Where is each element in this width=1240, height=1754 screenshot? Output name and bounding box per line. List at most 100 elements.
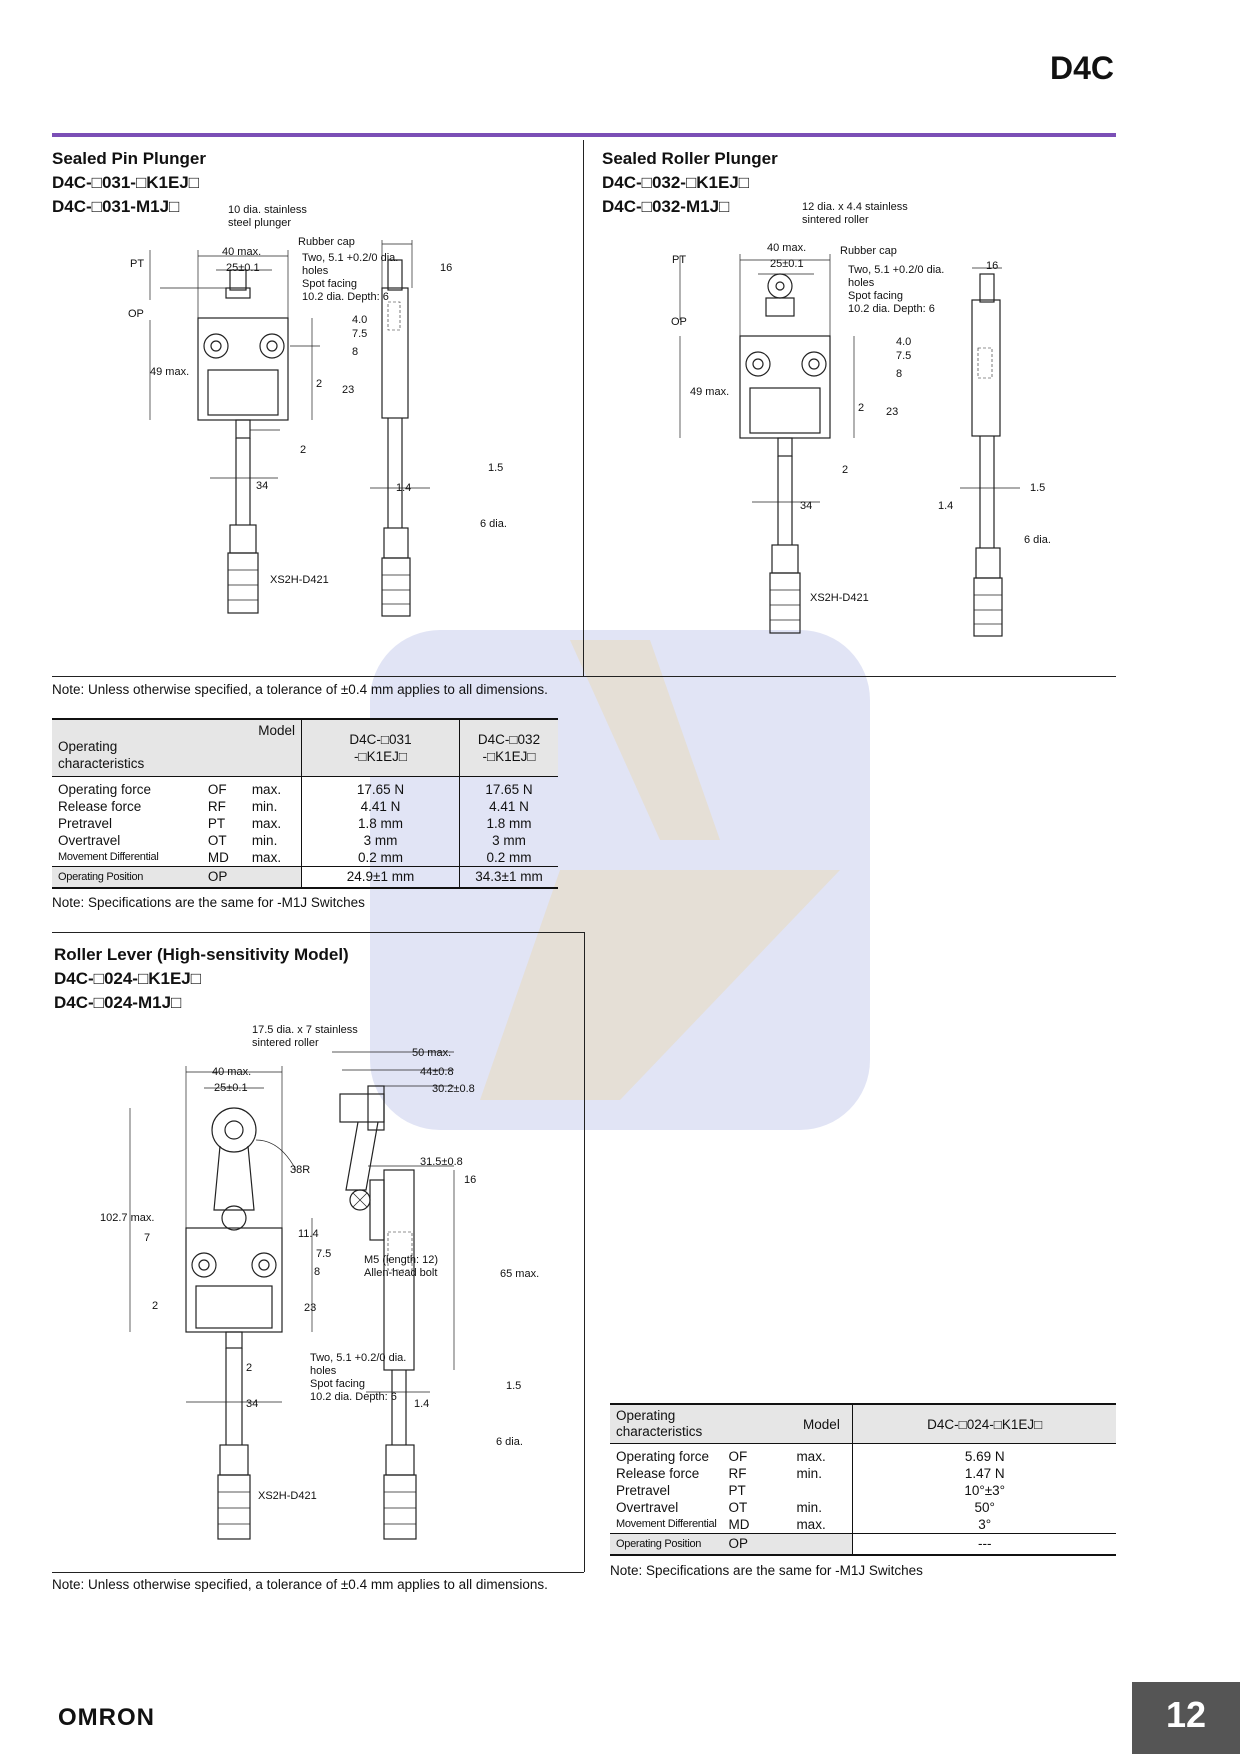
row-value-032: 1.8 mm	[486, 815, 532, 831]
pin-plunger-model-1: D4C-□031-□K1EJ□	[52, 173, 200, 192]
table-row: Movement Differential MD max. 0.2 mm 0.2…	[52, 848, 558, 866]
table-row: Operating Position OP ---	[610, 1533, 1116, 1555]
series-title: D4C	[1050, 50, 1115, 86]
roller-width-34-label: 34	[800, 500, 813, 512]
table-row: Overtravel OT min. 50°	[610, 1498, 1116, 1516]
page-number: 12	[1132, 1682, 1240, 1754]
pin-width-16-label: 16	[440, 262, 453, 274]
row-value-031: 24.9±1 mm	[301, 866, 460, 888]
header-rule	[52, 133, 1116, 137]
plunger-tolerance-note: Note: Unless otherwise specified, a tole…	[52, 682, 548, 697]
lever-dim-1-5-label: 1.5	[506, 1380, 522, 1392]
row-name: Movement Differential	[616, 1517, 717, 1530]
lever-radius-38r-label: 38R	[290, 1164, 311, 1176]
row-value-031: 0.2 mm	[301, 848, 460, 866]
lever-bolt-label: M5 (length: 12) Allen-head bolt	[364, 1254, 438, 1279]
roller-plunger-title: Sealed Roller Plunger	[602, 149, 778, 168]
row-limit: max.	[245, 780, 302, 798]
row-abbr: OP	[201, 866, 246, 888]
row-abbr: OF	[728, 1448, 748, 1464]
table-row: Overtravel OT min. 3 mm 3 mm	[52, 831, 558, 849]
row-abbr: MD	[728, 1516, 750, 1532]
roller-dim-1-4-label: 1.4	[938, 500, 954, 512]
row-name: Operating Position	[52, 866, 202, 888]
pin-dim-2-label: 2	[316, 378, 323, 390]
plunger-spec-table: Model Operating characteristics D4C-□031…	[52, 718, 558, 889]
roller-cable-dia-label: 6 dia.	[1024, 534, 1051, 546]
row-value-032: 3 mm	[492, 832, 526, 848]
row-abbr: PT	[207, 815, 226, 831]
roller-dim-23-label: 23	[886, 406, 899, 418]
pin-dim-1-5-label: 1.5	[488, 462, 504, 474]
pin-dim-7-5-label: 7.5	[352, 328, 368, 340]
row-value-024: 10°±3°	[964, 1482, 1006, 1498]
row-abbr: RF	[728, 1465, 747, 1481]
lever-holes-label: Two, 5.1 +0.2/0 dia. holes Spot facing 1…	[310, 1352, 407, 1403]
row-name: Overtravel	[616, 1499, 679, 1515]
pin-height-49-label: 49 max.	[150, 366, 190, 378]
roller-width-25-label: 25±0.1	[770, 258, 804, 270]
row-value-032: 4.41 N	[489, 798, 529, 814]
lever-height-65-label: 65 max.	[500, 1268, 540, 1280]
roller-dim-2b-label: 2	[842, 464, 849, 476]
row-limit: min.	[790, 1464, 854, 1482]
table-row: Pretravel PT max. 1.8 mm 1.8 mm	[52, 814, 558, 832]
lever-dim-23-label: 23	[304, 1302, 317, 1314]
row-abbr: OT	[728, 1499, 748, 1515]
row-value-024: 5.69 N	[964, 1448, 1005, 1464]
row-value-024: 50°	[974, 1499, 995, 1515]
table1-note: Note: Specifications are the same for -M…	[52, 895, 365, 910]
row-value-031: 1.8 mm	[301, 814, 460, 832]
pin-width-40-label: 40 max.	[222, 246, 262, 258]
pin-plunger-title: Sealed Pin Plunger	[52, 149, 206, 168]
row-value-031: 17.65 N	[301, 780, 460, 798]
row-value-032: 34.3±1 mm	[475, 869, 543, 884]
row-abbr: PT	[728, 1482, 746, 1498]
row-name: Pretravel	[58, 815, 113, 831]
lever-dim-1-4-label: 1.4	[414, 1398, 430, 1410]
row-limit: max.	[245, 814, 302, 832]
table2-characteristics-label: Operating characteristics	[610, 1404, 791, 1444]
table1-col-032: D4C-□032 -□K1EJ□	[459, 719, 558, 777]
row-name: Movement Differential	[58, 850, 159, 863]
table-row: Operating force OF max. 5.69 N	[610, 1447, 1116, 1465]
lever-spec-table: Operating characteristics Model D4C-□024…	[610, 1403, 1116, 1556]
roller-plunger-drawing	[679, 254, 1020, 637]
row-value-024: ---	[977, 1536, 992, 1551]
row-abbr: OT	[207, 832, 227, 848]
pin-pt-label: PT	[130, 258, 145, 270]
pin-cable-dia-label: 6 dia.	[480, 518, 507, 530]
row-name: Operating Position	[610, 1533, 723, 1555]
row-limit: min.	[245, 797, 302, 815]
table1-col-031: D4C-□031 -□K1EJ□	[301, 719, 460, 777]
row-abbr: RF	[207, 798, 226, 814]
roller-height-49-label: 49 max.	[690, 386, 730, 398]
row-value-024: 3°	[978, 1516, 992, 1532]
table-row: Pretravel PT 10°±3°	[610, 1481, 1116, 1499]
lever-dim-7-label: 7	[144, 1232, 151, 1244]
pin-plunger-model-2: D4C-□031-M1J□	[52, 197, 180, 216]
row-limit: max.	[790, 1515, 854, 1533]
row-name: Pretravel	[616, 1482, 671, 1498]
row-value-032: 0.2 mm	[486, 849, 532, 865]
pin-plunger-label: 10 dia. stainless steel plunger	[228, 204, 307, 229]
row-limit: min.	[245, 831, 302, 849]
table1-header-corner: Model Operating characteristics	[52, 719, 302, 777]
pin-rubber-cap-label: Rubber cap	[298, 236, 355, 248]
roller-plunger-label: 12 dia. x 4.4 stainless sintered roller	[802, 201, 908, 226]
row-value-031: 4.41 N	[301, 797, 460, 815]
row-abbr: OF	[207, 781, 227, 797]
lever-roller-label: 17.5 dia. x 7 stainless sintered roller	[252, 1024, 358, 1049]
roller-holes-label: Two, 5.1 +0.2/0 dia. holes Spot facing 1…	[848, 264, 945, 315]
row-name: Overtravel	[58, 832, 121, 848]
roller-dim-1-5-label: 1.5	[1030, 482, 1046, 494]
lever-width-25-label: 25±0.1	[214, 1082, 248, 1094]
pin-width-25-label: 25±0.1	[226, 262, 260, 274]
row-abbr: OP	[722, 1533, 791, 1555]
pin-dim-23-label: 23	[342, 384, 355, 396]
pin-plunger-drawing	[149, 240, 430, 617]
lever-dim-2b-label: 2	[246, 1362, 253, 1374]
pin-dim-8-label: 8	[352, 346, 359, 358]
row-abbr: MD	[207, 849, 229, 865]
lever-cable-dia-label: 6 dia.	[496, 1436, 523, 1448]
